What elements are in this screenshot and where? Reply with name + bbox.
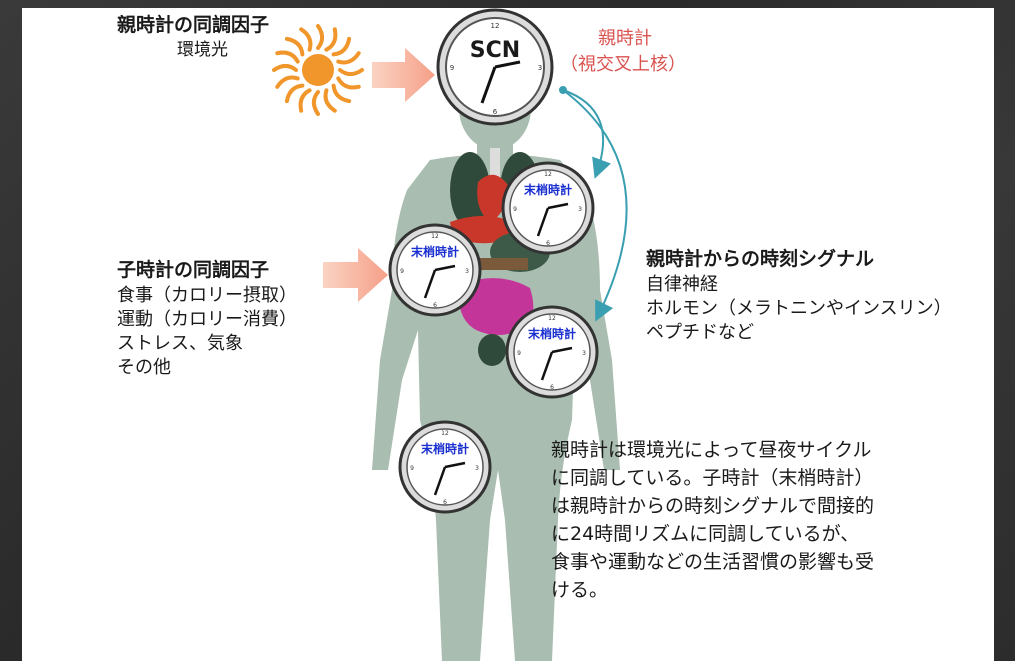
svg-text:6: 6: [493, 108, 498, 116]
master-clock-sublabel: （視交叉上核）: [560, 50, 686, 76]
svg-text:9: 9: [517, 350, 521, 357]
summary-line: に同調している。子時計（末梢時計）: [551, 464, 931, 492]
peripheral-clock: 12 3 6 9 末梢時計: [507, 307, 597, 397]
sun-ray: [338, 53, 358, 62]
sun-ray: [340, 70, 362, 74]
svg-text:9: 9: [450, 64, 454, 72]
svg-text:12: 12: [431, 233, 439, 240]
parent-sync-subtitle: 環境光: [177, 35, 228, 60]
summary-line: に24時間リズムに同調しているが、: [551, 520, 931, 548]
svg-text:12: 12: [544, 171, 552, 178]
svg-text:9: 9: [513, 206, 517, 213]
svg-text:3: 3: [538, 64, 542, 72]
peripheral-clock: 12 3 6 9 末梢時計: [390, 225, 480, 315]
svg-text:6: 6: [433, 302, 437, 309]
sun-ray: [326, 29, 335, 49]
child-sync-item: その他: [117, 353, 171, 379]
peripheral-clock-label: 末梢時計: [411, 244, 459, 259]
child-sync-item: ストレス、気象: [117, 329, 243, 355]
child-sync-title: 子時計の同調因子: [117, 255, 269, 282]
master-clock-label: 親時計: [598, 24, 652, 50]
signal-item: ペプチドなど: [646, 318, 754, 344]
signal-item: ホルモン（メラトニンやインスリン）: [646, 294, 952, 320]
peripheral-clock: 12 3 6 9 末梢時計: [503, 163, 593, 253]
svg-text:6: 6: [550, 384, 554, 391]
svg-text:6: 6: [443, 499, 447, 506]
scn-clock-label: SCN: [470, 38, 520, 63]
svg-text:12: 12: [441, 430, 449, 437]
peripheral-clock: 12 3 6 9 末梢時計: [400, 422, 490, 512]
svg-text:12: 12: [491, 22, 500, 30]
sun-ray: [301, 29, 310, 49]
svg-text:12: 12: [548, 315, 556, 322]
svg-text:3: 3: [475, 465, 479, 472]
child-sync-item: 運動（カロリー消費）: [117, 305, 297, 331]
svg-text:9: 9: [410, 465, 414, 472]
svg-text:3: 3: [465, 268, 469, 275]
svg-text:3: 3: [582, 350, 586, 357]
child-sync-item: 食事（カロリー摂取）: [117, 281, 297, 307]
sun-ray: [277, 78, 297, 87]
signal-title: 親時計からの時刻シグナル: [646, 244, 874, 271]
peripheral-clock-label: 末梢時計: [528, 326, 576, 341]
signal-item: 自律神経: [646, 270, 718, 296]
svg-text:6: 6: [546, 240, 550, 247]
child-factor-arrow: [323, 248, 388, 302]
summary-line: ける。: [551, 576, 931, 604]
sun-ray: [277, 53, 297, 62]
peripheral-clock-label: 末梢時計: [421, 441, 469, 456]
sun-ray: [318, 26, 322, 48]
summary-line: は親時計からの時刻シグナルで間接的: [551, 492, 931, 520]
sun-icon: [274, 26, 362, 114]
peripheral-clock-label: 末梢時計: [524, 182, 572, 197]
sun-ray: [314, 92, 318, 114]
summary-line: 親時計は環境光によって昼夜サイクル: [551, 436, 931, 464]
summary-text: 親時計は環境光によって昼夜サイクル に同調している。子時計（末梢時計） は親時計…: [551, 436, 931, 604]
sun-ray: [274, 66, 296, 70]
sun-ray: [338, 78, 358, 87]
sun-ray: [301, 90, 310, 110]
light-arrow: [372, 48, 435, 102]
parent-sync-title: 親時計の同調因子: [117, 10, 269, 37]
summary-line: 食事や運動などの生活習慣の影響も受: [551, 548, 931, 576]
scn-clock: 12 3 6 9 SCN: [438, 10, 552, 124]
svg-text:9: 9: [400, 268, 404, 275]
svg-text:3: 3: [578, 206, 582, 213]
sun-ray: [326, 90, 335, 110]
